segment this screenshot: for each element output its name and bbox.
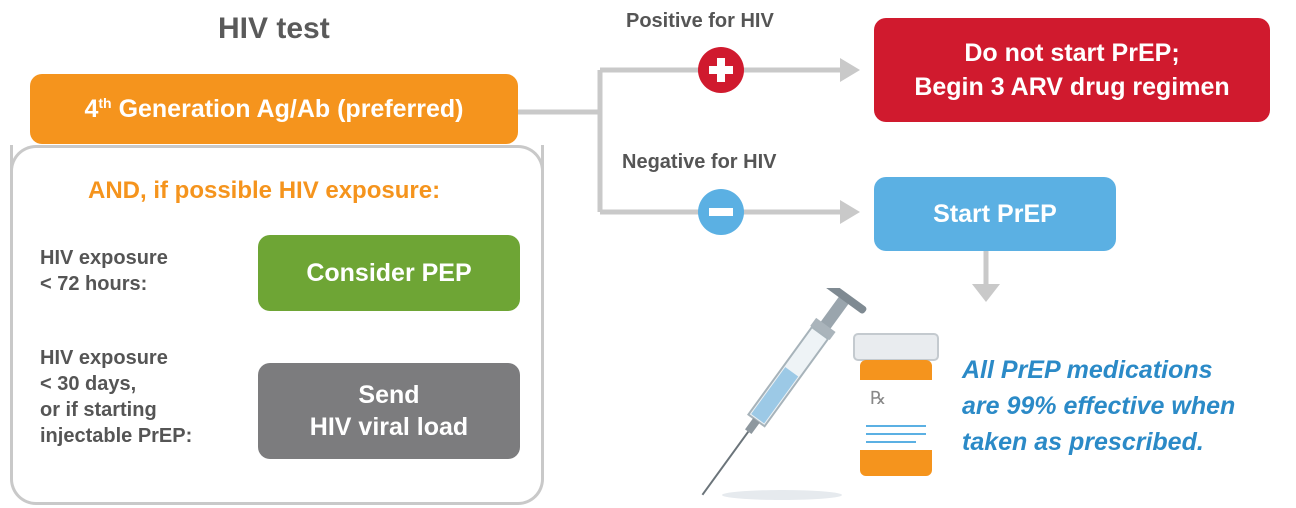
exposure-heading: AND, if possible HIV exposure: [88, 177, 441, 204]
rx-symbol: ℞ [870, 388, 887, 409]
exposure-72-line1: HIV exposure [40, 247, 168, 269]
quote-line1: All PrEP medications [962, 356, 1213, 384]
arrowhead-negative [840, 200, 860, 224]
do-not-start-line1: Do not start PrEP; [964, 39, 1180, 67]
do-not-start-line2: Begin 3 ARV drug regimen [914, 73, 1230, 101]
exposure-panel [10, 145, 544, 505]
exposure-30-line1: HIV exposure [40, 347, 168, 369]
pill-bottle-icon [853, 333, 939, 476]
do-not-start-box: Do not start PrEP; Begin 3 ARV drug regi… [874, 18, 1270, 122]
exposure-30-label: HIV exposure < 30 days, or if starting i… [40, 345, 192, 449]
effectiveness-quote: All PrEP medications are 99% effective w… [962, 352, 1282, 460]
arrowhead-positive [840, 58, 860, 82]
viral-load-line2: HIV viral load [309, 413, 469, 441]
viral-load-line1: Send [358, 381, 420, 409]
consider-pep-box: Consider PEP [258, 235, 520, 311]
exposure-30-line2: < 30 days, [40, 373, 137, 395]
positive-label: Positive for HIV [626, 10, 774, 32]
quote-line3: taken as prescribed. [962, 428, 1204, 456]
exposure-30-line3: or if starting [40, 399, 157, 421]
page-title: HIV test [218, 12, 330, 45]
quote-line2: are 99% effective when [962, 392, 1236, 420]
negative-label: Negative for HIV [622, 151, 777, 173]
generation-number: 4 [84, 94, 99, 123]
start-prep-box: Start PrEP [874, 177, 1116, 251]
exposure-72-line2: < 72 hours: [40, 273, 148, 295]
syringe-icon [701, 288, 867, 500]
viral-load-box: Send HIV viral load [258, 363, 520, 459]
exposure-72-label: HIV exposure < 72 hours: [40, 245, 168, 297]
exposure-30-line4: injectable PrEP: [40, 425, 193, 447]
generation-suffix: th [98, 95, 112, 111]
test-label: Generation Ag/Ab (preferred) [118, 94, 464, 123]
arrowhead-down [972, 284, 1000, 302]
